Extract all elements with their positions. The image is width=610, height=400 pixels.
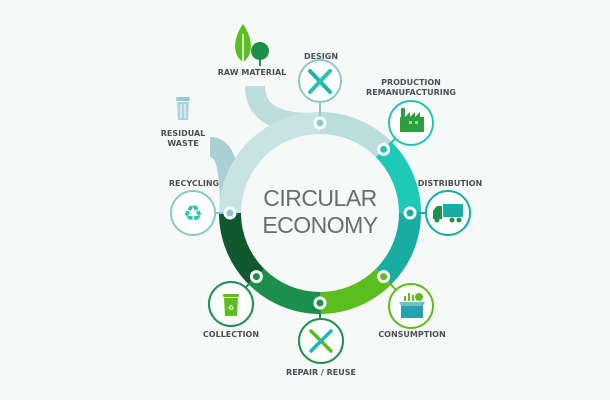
ring-arc-recycling-design <box>219 112 321 214</box>
title-line2: ECONOMY <box>262 212 378 238</box>
svg-text:♻: ♻ <box>228 304 234 312</box>
truck-icon <box>433 204 463 223</box>
label-residual-line2: WASTE <box>167 139 198 148</box>
residual-waste-bin-icon <box>176 97 190 120</box>
label-production-line1: PRODUCTION <box>381 78 441 87</box>
node-design <box>313 116 327 130</box>
node-production <box>377 142 391 156</box>
recycling-icon-circle <box>170 190 216 236</box>
label-distribution: DISTRIBUTION <box>418 179 483 188</box>
label-residual-line1: RESIDUAL <box>161 129 206 138</box>
trash-bin-icon: ♻ <box>223 294 239 316</box>
label-design: DESIGN <box>304 52 338 61</box>
ring-arc-distribution-consumption <box>375 212 421 285</box>
label-raw-material: RAW MATERIAL <box>218 68 286 77</box>
svg-text:♻: ♻ <box>183 202 203 227</box>
node-distribution <box>403 206 417 220</box>
node-repair <box>313 296 327 310</box>
ring-arc-repair-collection <box>248 268 321 314</box>
label-recycling: RECYCLING <box>169 179 219 188</box>
factory-icon <box>400 108 424 132</box>
node-collection <box>249 270 263 284</box>
tree-icon <box>235 24 269 68</box>
label-repair-reuse: REPAIR / REUSE <box>286 368 356 377</box>
node-recycling <box>223 206 237 220</box>
label-consumption: CONSUMPTION <box>378 330 445 339</box>
node-consumption <box>377 270 391 284</box>
ring-arc-production-distribution <box>375 141 421 214</box>
pencil-ruler-icon <box>308 69 332 94</box>
recycle-icon: ♻ <box>183 202 203 227</box>
wrench-screwdriver-icon <box>309 329 333 353</box>
ring-arc-collection-recycling <box>219 212 265 285</box>
label-collection: COLLECTION <box>203 330 259 339</box>
title-line1: CIRCULAR <box>263 185 377 211</box>
shopping-box-icon <box>399 293 425 318</box>
ring-arc-consumption-repair <box>319 268 392 314</box>
label-production-line2: REMANUFACTURING <box>366 88 456 97</box>
ring-arc-design-production <box>319 112 392 158</box>
